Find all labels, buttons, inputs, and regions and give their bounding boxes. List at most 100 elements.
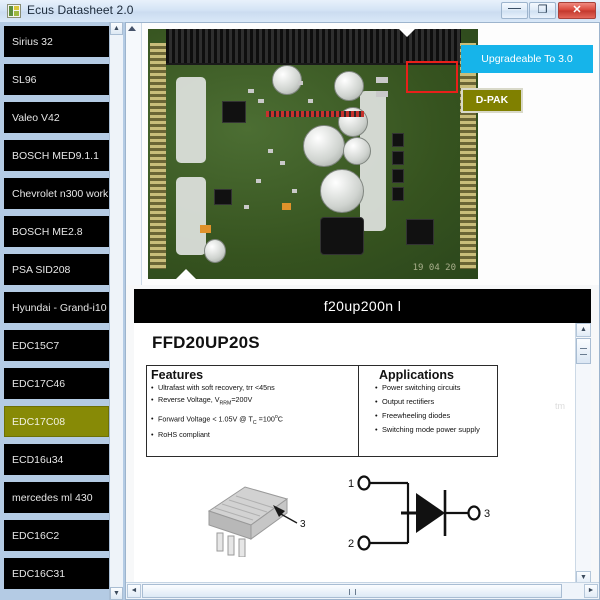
schematic-pin2-label: 2 <box>348 538 354 550</box>
sidebar-item-label: PSA SID208 <box>12 264 71 276</box>
schematic-pin1-label: 1 <box>348 478 354 490</box>
package-3d-drawing: 3 <box>207 486 306 557</box>
main-content-pane: 19 04 20 Upgradeable To 3.0 D-PAK f20up2… <box>125 22 600 600</box>
sidebar-item-label: Valeo V42 <box>12 112 60 124</box>
bullet-icon: • <box>375 425 378 435</box>
photo-region: 19 04 20 Upgradeable To 3.0 D-PAK <box>126 23 599 285</box>
sidebar-item-label: EDC16C31 <box>12 568 66 580</box>
title-bar: Ecus Datasheet 2.0 — ❐ ✕ <box>0 0 600 23</box>
watermark: tm <box>555 401 565 411</box>
bullet-icon: • <box>151 383 154 392</box>
close-button[interactable]: ✕ <box>558 2 596 19</box>
sidebar-scrollbar[interactable]: ▲ ▼ <box>109 22 123 600</box>
package-type-button[interactable]: D-PAK <box>461 88 523 113</box>
sidebar-item-label: ECD16u34 <box>12 454 64 466</box>
component-highlight-box <box>406 61 458 93</box>
close-icon: ✕ <box>572 4 582 16</box>
scroll-right-button[interactable]: ► <box>584 584 598 598</box>
bullet-icon: • <box>151 429 154 439</box>
minimize-icon: — <box>508 0 521 15</box>
sidebar-item-label: EDC16C2 <box>12 530 60 542</box>
minimize-button[interactable]: — <box>501 0 528 19</box>
bullet-icon: • <box>151 394 154 404</box>
window-title: Ecus Datasheet 2.0 <box>27 3 134 17</box>
sidebar-item-label: BOSCH ME2.8 <box>12 226 83 238</box>
board-stamp: 19 04 20 <box>412 263 456 273</box>
feature-text: Reverse Voltage, VRRM=200V <box>158 394 253 407</box>
horizontal-scroll-thumb[interactable] <box>142 584 562 598</box>
horizontal-scrollbar[interactable]: ◄ ► <box>126 582 599 599</box>
sidebar-scroll-up-button[interactable]: ▲ <box>110 22 123 35</box>
application-text: Switching mode power supply <box>382 425 480 435</box>
maximize-button[interactable]: ❐ <box>529 2 556 19</box>
part-number-title: FFD20UP20S <box>152 333 260 352</box>
sidebar-item-chevrolet-n300-work[interactable]: Chevrolet n300 work <box>4 178 109 209</box>
datasheet-page: FFD20UP20S Features • Ultrafast with sof… <box>134 323 591 585</box>
bullet-icon: • <box>375 397 378 407</box>
feature-text: Forward Voltage < 1.05V @ TC =100oC <box>158 414 283 426</box>
sidebar-item-label: EDC15C7 <box>12 340 60 352</box>
sidebar-item-label: BOSCH MED9.1.1 <box>12 150 99 162</box>
applications-heading: Applications <box>379 368 455 382</box>
ecu-circuit-board-photo: 19 04 20 <box>148 29 478 279</box>
sidebar-item-edc17c08[interactable]: EDC17C08 <box>4 406 109 437</box>
application-text: Output rectifiers <box>382 397 435 407</box>
schematic-pin3-label: 3 <box>484 508 490 520</box>
feature-item: • Ultrafast with soft recovery, trr <45n… <box>151 384 358 392</box>
app-icon <box>7 4 21 18</box>
bullet-icon: • <box>151 414 154 424</box>
application-item: • Output rectifiers <box>369 397 497 407</box>
sidebar-item-label: EDC17C46 <box>12 378 66 390</box>
package-pin-label: 3 <box>300 519 306 530</box>
bullet-icon: • <box>375 411 378 421</box>
package-drawings: 3 1 2 3 <box>146 471 576 557</box>
application-item: • Power switching circuits <box>369 383 497 392</box>
sidebar-item-edc17c46[interactable]: EDC17C46 <box>4 368 109 399</box>
features-heading: Features <box>151 368 204 382</box>
datasheet-scroll-thumb[interactable] <box>576 338 591 364</box>
sidebar-item-bosch-med9-1-1[interactable]: BOSCH MED9.1.1 <box>4 140 109 171</box>
sidebar-item-mercedes-ml-430[interactable]: mercedes ml 430 <box>4 482 109 513</box>
features-cell: Features • Ultrafast with soft recovery,… <box>147 366 359 456</box>
part-name-bar: f20up200n l <box>134 289 591 323</box>
application-item: • Switching mode power supply <box>369 426 497 434</box>
sidebar-item-label: SL96 <box>12 74 37 86</box>
sidebar-item-edc16c2[interactable]: EDC16C2 <box>4 520 109 551</box>
datasheet-scroll-up-button[interactable]: ▲ <box>576 323 591 337</box>
sidebar-item-sl96[interactable]: SL96 <box>4 64 109 95</box>
feature-item: • RoHS compliant <box>151 429 358 439</box>
sidebar-item-edc16c31[interactable]: EDC16C31 <box>4 558 109 589</box>
applications-cell: Applications • Power switching circuits … <box>359 366 497 456</box>
sidebar-item-hyundai-grand-i10[interactable]: Hyundai - Grand-i10 <box>4 292 109 323</box>
application-text: Power switching circuits <box>382 383 461 392</box>
datasheet-scrollbar[interactable]: ▲ ▼ <box>575 323 591 585</box>
bullet-icon: • <box>375 383 378 392</box>
application-text: Freewheeling diodes <box>382 411 451 421</box>
photo-scrollbar[interactable] <box>126 23 142 285</box>
sidebar-item-label: EDC17C08 <box>12 416 66 428</box>
scroll-left-button[interactable]: ◄ <box>127 584 141 598</box>
sidebar-item-sirius-32[interactable]: Sirius 32 <box>4 26 109 57</box>
sidebar-item-edc15c7[interactable]: EDC15C7 <box>4 330 109 361</box>
sidebar-item-ecd16u34[interactable]: ECD16u34 <box>4 444 109 475</box>
sidebar-item-valeo-v42[interactable]: Valeo V42 <box>4 102 109 133</box>
feature-item: • Reverse Voltage, VRRM=200V <box>151 394 358 407</box>
feature-text: RoHS compliant <box>158 429 210 439</box>
sidebar-item-psa-sid208[interactable]: PSA SID208 <box>4 254 109 285</box>
sidebar-item-label: Sirius 32 <box>12 36 53 48</box>
maximize-icon: ❐ <box>537 4 548 16</box>
sidebar-item-label: Chevrolet n300 work <box>12 188 109 200</box>
specs-table: Features • Ultrafast with soft recovery,… <box>146 365 498 457</box>
photo-scroll-up-icon[interactable] <box>128 26 136 31</box>
feature-item: • Forward Voltage < 1.05V @ TC =100oC <box>151 414 358 427</box>
sidebar-item-label: Hyundai - Grand-i10 <box>12 302 107 314</box>
feature-text: Ultrafast with soft recovery, trr <45ns <box>158 383 275 392</box>
upgrade-button[interactable]: Upgradeable To 3.0 <box>461 45 593 73</box>
sidebar-item-bosch-me2-8[interactable]: BOSCH ME2.8 <box>4 216 109 247</box>
diode-schematic-drawing: 1 2 3 <box>348 475 490 551</box>
sidebar-scroll-down-button[interactable]: ▼ <box>110 587 123 600</box>
